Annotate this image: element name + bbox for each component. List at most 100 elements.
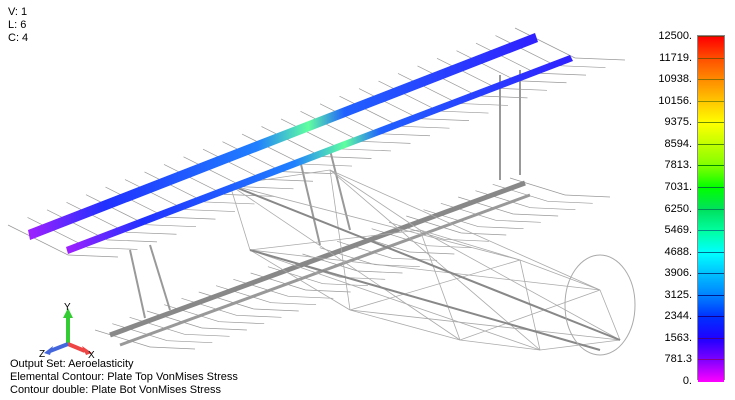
- legend-value-label: 12500.: [658, 30, 692, 42]
- fuselage-member: [329, 169, 601, 291]
- fuselage-member: [249, 249, 541, 351]
- legend-value-label: 4688.: [664, 245, 692, 258]
- structure-line: [236, 314, 282, 318]
- structure-line: [495, 35, 556, 66]
- color-band: [698, 57, 724, 81]
- structure-line: [149, 346, 196, 350]
- structure-line: [535, 72, 587, 76]
- structure-line: [301, 163, 353, 167]
- structure-line: [564, 194, 611, 198]
- structure-line: [371, 228, 427, 247]
- fuselage-member: [419, 229, 621, 341]
- structure-line: [215, 285, 272, 304]
- upper-wing-rear-spar-contour: [66, 55, 573, 254]
- structure-line: [530, 207, 576, 211]
- strut: [149, 244, 171, 311]
- color-band: [698, 359, 724, 382]
- structure-line: [204, 201, 255, 205]
- legend-value-label: 8594.: [664, 137, 692, 150]
- structure-line: [243, 186, 294, 190]
- structure-line: [106, 239, 158, 243]
- color-band: [698, 273, 724, 296]
- structure-line: [555, 65, 606, 68]
- structure-line: [250, 272, 306, 291]
- legend-value-label: 7031.: [664, 180, 692, 193]
- fuselage-member: [349, 309, 621, 341]
- structure-line: [322, 283, 368, 287]
- fuselage-member: [419, 229, 521, 261]
- structure-line: [66, 201, 127, 233]
- structure-line: [360, 140, 411, 144]
- structure-line: [87, 247, 138, 250]
- structure-line: [198, 291, 254, 310]
- structure-line: [124, 179, 186, 210]
- color-band: [698, 294, 724, 318]
- structure-line: [436, 57, 498, 89]
- contour-color-bar: [697, 35, 725, 382]
- legend-value-label: 10938.: [658, 73, 692, 86]
- structure-line: [241, 133, 303, 165]
- fuselage-member: [349, 309, 461, 341]
- structure-line: [305, 289, 351, 293]
- color-band: [698, 316, 724, 339]
- structure-line: [456, 50, 517, 82]
- structure-line: [478, 226, 524, 230]
- structure-line: [105, 186, 166, 218]
- structure-line: [461, 232, 507, 236]
- structure-line: [495, 219, 541, 223]
- fuselage-member: [249, 229, 421, 251]
- fuselage-member: [249, 249, 351, 311]
- structure-line: [406, 215, 462, 234]
- color-band: [698, 230, 724, 253]
- structure-line: [163, 164, 225, 195]
- structure-line: [388, 221, 445, 240]
- fuselage-member: [229, 184, 461, 341]
- legend-value-label: 9375.: [664, 116, 692, 129]
- legend-value-label: 3906.: [664, 267, 692, 280]
- structure-line: [423, 209, 479, 228]
- structure-line: [475, 42, 537, 74]
- fuselage-member: [229, 184, 251, 251]
- color-band: [698, 122, 724, 145]
- structure-line: [126, 231, 177, 235]
- color-band: [698, 165, 724, 188]
- color-band: [698, 143, 724, 167]
- color-band: [698, 251, 724, 275]
- structure-line: [164, 304, 220, 323]
- axis-y-label: Y: [64, 302, 71, 313]
- structure-line: [321, 156, 372, 159]
- structure-line: [261, 126, 322, 157]
- structure-line: [282, 171, 333, 175]
- structure-line: [475, 190, 531, 209]
- structure-line: [267, 266, 324, 285]
- tail-surface: [564, 254, 636, 356]
- structure-line: [280, 118, 342, 150]
- structure-line: [167, 340, 213, 344]
- structure-line: [271, 302, 317, 306]
- structure-line: [336, 240, 393, 259]
- color-band: [698, 337, 724, 361]
- fuselage-member: [329, 169, 421, 231]
- color-band: [698, 36, 724, 59]
- structure-line: [426, 245, 472, 249]
- structure-line: [574, 57, 626, 61]
- structure-line: [358, 88, 420, 119]
- structure-line: [288, 295, 334, 299]
- structure-line: [300, 111, 361, 142]
- legend-value-label: 7813.: [664, 159, 692, 172]
- structure-line: [222, 141, 283, 172]
- view-label: V: 1: [8, 6, 28, 18]
- axis-z-label: Z: [39, 349, 45, 360]
- legend-value-label: 781.3: [664, 353, 692, 366]
- lower-wing-spar: [119, 193, 531, 347]
- structure-line: [399, 125, 450, 129]
- structure-line: [458, 196, 514, 215]
- axis-x-label: X: [88, 350, 95, 361]
- structure-line: [417, 65, 478, 97]
- structure-line: [378, 80, 439, 112]
- structure-line: [144, 171, 205, 203]
- structure-line: [440, 202, 496, 221]
- legend-value-label: 6250.: [664, 202, 692, 215]
